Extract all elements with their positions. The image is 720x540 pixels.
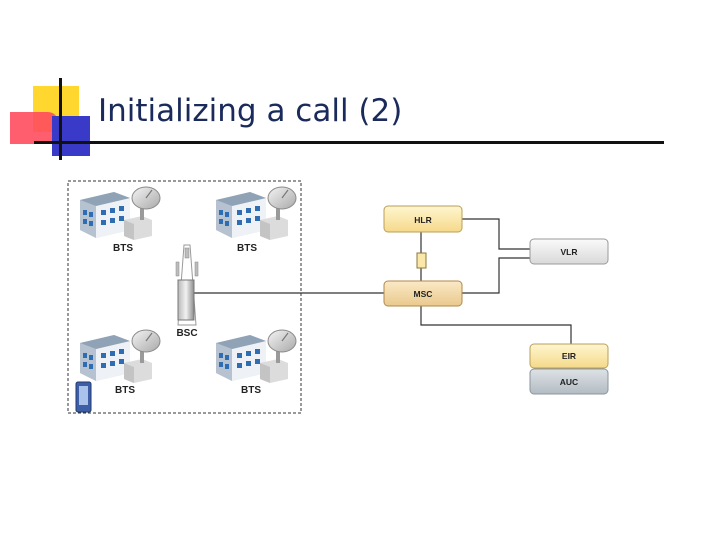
vlr-label: VLR [561,247,578,257]
eir-label: EIR [562,351,576,361]
slide-title: Initializing a call (2) [98,93,403,129]
title-deco-red [10,112,58,144]
bts-icon-bottom-left [79,329,161,384]
hlr-msc-connector [416,252,427,269]
title-deco-vertical-line [59,78,62,160]
hlr-vlr-link [462,218,530,250]
msc-vlr-link [462,257,530,294]
vlr-box: VLR [529,238,609,265]
bts-icon-top-right [215,186,297,241]
bts-label-bottom-right: BTS [241,385,261,396]
msc-box: MSC [383,280,463,307]
title-deco-blue [52,116,90,156]
hlr-label: HLR [414,215,431,225]
bts-icon-top-left [79,186,161,241]
msc-eir-link [420,306,572,344]
bss-region-border [67,180,302,414]
msc-label: MSC [414,289,433,299]
bsc-tower-icon [175,244,199,326]
hlr-box: HLR [383,205,463,233]
bts-label-bottom-left: BTS [115,385,135,396]
bsc-label: BSC [176,328,197,339]
bts-label-top-left: BTS [113,243,133,254]
bts-icon-bottom-right [215,329,297,384]
bts-label-top-right: BTS [237,243,257,254]
mobile-phone-icon [75,381,92,413]
auc-box: AUC [529,368,609,395]
title-underline [34,141,664,144]
auc-label: AUC [560,377,578,387]
eir-box: EIR [529,343,609,369]
